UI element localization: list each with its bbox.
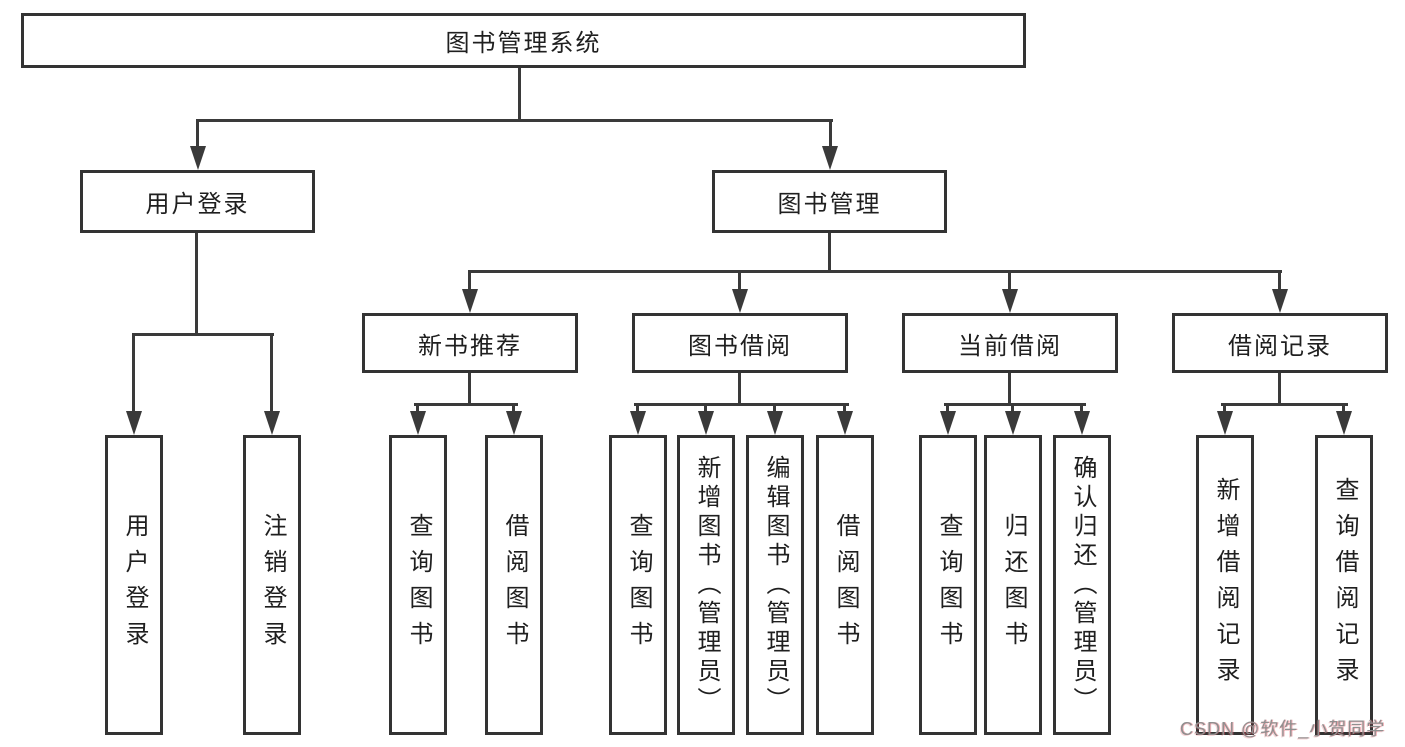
connector-splitter xyxy=(468,270,1282,273)
connector-stem xyxy=(1278,270,1281,291)
connector-stem xyxy=(704,403,707,413)
connector-riser xyxy=(828,233,831,273)
connector-splitter xyxy=(414,403,518,406)
connector-stem xyxy=(1342,403,1345,413)
connector-stem xyxy=(946,403,949,413)
node-root: 图书管理系统 xyxy=(21,13,1026,68)
csdn-watermark: CSDN @软件_小贺同学 xyxy=(1180,719,1386,739)
leaf-current-query: 查询图书 xyxy=(919,435,977,735)
arrow-down-icon xyxy=(410,411,426,435)
connector-stem xyxy=(773,403,776,413)
connector-riser xyxy=(738,373,741,406)
leaf-current-return-label: 归还图书 xyxy=(1000,513,1027,657)
leaf-records-add: 新增借阅记录 xyxy=(1196,435,1254,735)
leaf-newbook-query-label: 查询图书 xyxy=(405,513,432,657)
connector-stem xyxy=(1223,403,1226,413)
leaf-borrow-add-admin: 新增图书（管理员） xyxy=(677,435,735,735)
arrow-down-icon xyxy=(1074,411,1090,435)
arrow-down-icon xyxy=(126,411,142,435)
node-current-borrow-label: 当前借阅 xyxy=(958,332,1062,360)
connector-riser xyxy=(195,233,198,336)
connector-stem xyxy=(132,333,135,413)
leaf-newbook-borrow-label: 借阅图书 xyxy=(501,513,528,657)
connector-riser xyxy=(468,373,471,406)
connector-splitter xyxy=(1221,403,1348,406)
arrow-down-icon xyxy=(1272,289,1288,313)
leaf-newbook-borrow: 借阅图书 xyxy=(485,435,543,735)
leaf-borrow-borrow-label: 借阅图书 xyxy=(832,513,859,657)
node-book-borrow: 图书借阅 xyxy=(632,313,848,373)
arrow-down-icon xyxy=(837,411,853,435)
leaf-borrow-query: 查询图书 xyxy=(609,435,667,735)
leaf-records-query-label: 查询借阅记录 xyxy=(1331,477,1358,693)
node-new-book-recommend-label: 新书推荐 xyxy=(418,332,522,360)
node-current-borrow: 当前借阅 xyxy=(902,313,1118,373)
connector-stem xyxy=(416,403,419,413)
connector-stem xyxy=(196,119,199,149)
node-book-management-label: 图书管理 xyxy=(777,191,882,218)
leaf-records-add-label: 新增借阅记录 xyxy=(1212,477,1239,693)
leaf-user-login: 用户登录 xyxy=(105,435,163,735)
connector-riser xyxy=(1008,373,1011,406)
leaf-current-query-label: 查询图书 xyxy=(935,513,962,657)
connector-splitter xyxy=(634,403,849,406)
connector-stem xyxy=(843,403,846,413)
leaf-logout: 注销登录 xyxy=(243,435,301,735)
connector-stem xyxy=(1011,403,1014,413)
arrow-down-icon xyxy=(630,411,646,435)
leaf-records-query: 查询借阅记录 xyxy=(1315,435,1373,735)
connector-stem xyxy=(829,119,832,149)
connector-splitter xyxy=(132,333,274,336)
node-user-login-label: 用户登录 xyxy=(145,191,250,218)
node-root-label: 图书管理系统 xyxy=(445,30,602,57)
leaf-newbook-query: 查询图书 xyxy=(389,435,447,735)
leaf-current-confirm-return-admin-label: 确认归还（管理员） xyxy=(1069,454,1096,716)
connector-stem xyxy=(1008,270,1011,291)
connector-stem xyxy=(270,333,273,413)
connector-stem xyxy=(468,270,471,291)
node-borrow-records: 借阅记录 xyxy=(1172,313,1388,373)
connector-riser xyxy=(1278,373,1281,406)
arrow-down-icon xyxy=(462,289,478,313)
arrow-down-icon xyxy=(506,411,522,435)
connector-root-splitter xyxy=(196,119,833,122)
connector-stem xyxy=(512,403,515,413)
arrow-down-icon xyxy=(940,411,956,435)
node-book-management: 图书管理 xyxy=(712,170,947,233)
node-book-borrow-label: 图书借阅 xyxy=(688,332,792,360)
node-borrow-records-label: 借阅记录 xyxy=(1228,332,1332,360)
connector-stem xyxy=(738,270,741,291)
connector-stem xyxy=(1080,403,1083,413)
arrow-down-icon xyxy=(190,146,206,170)
arrow-down-icon xyxy=(732,289,748,313)
leaf-borrow-edit-admin: 编辑图书（管理员） xyxy=(746,435,804,735)
arrow-down-icon xyxy=(767,411,783,435)
arrow-down-icon xyxy=(698,411,714,435)
leaf-current-return: 归还图书 xyxy=(984,435,1042,735)
leaf-borrow-query-label: 查询图书 xyxy=(625,513,652,657)
node-user-login: 用户登录 xyxy=(80,170,315,233)
connector-splitter xyxy=(944,403,1086,406)
leaf-borrow-add-admin-label: 新增图书（管理员） xyxy=(693,454,720,716)
arrow-down-icon xyxy=(1217,411,1233,435)
connector-root-riser xyxy=(518,68,521,122)
node-new-book-recommend: 新书推荐 xyxy=(362,313,578,373)
arrow-down-icon xyxy=(1005,411,1021,435)
leaf-current-confirm-return-admin: 确认归还（管理员） xyxy=(1053,435,1111,735)
connector-stem xyxy=(636,403,639,413)
arrow-down-icon xyxy=(264,411,280,435)
leaf-borrow-borrow: 借阅图书 xyxy=(816,435,874,735)
leaf-borrow-edit-admin-label: 编辑图书（管理员） xyxy=(762,454,789,716)
arrow-down-icon xyxy=(1336,411,1352,435)
arrow-down-icon xyxy=(822,146,838,170)
arrow-down-icon xyxy=(1002,289,1018,313)
leaf-user-login-label: 用户登录 xyxy=(121,513,148,657)
leaf-logout-label: 注销登录 xyxy=(259,513,286,657)
